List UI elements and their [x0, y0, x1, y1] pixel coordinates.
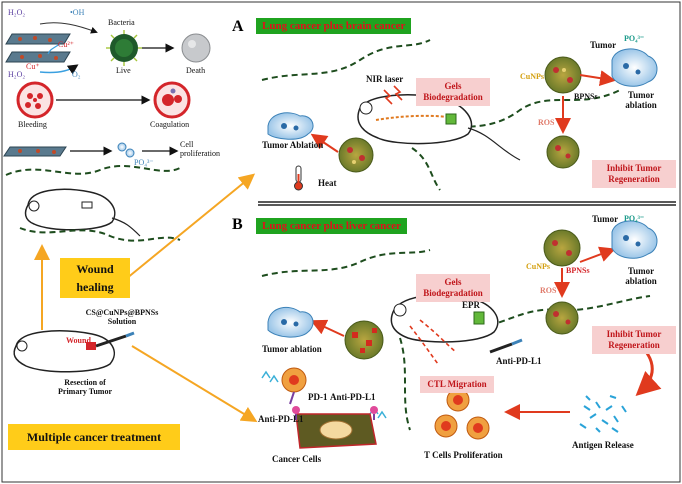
t-cell-icon-1 [446, 388, 470, 412]
tumor-ablation-left-a: Tumor Ablation [262, 140, 324, 150]
nir-label: NIR laser [366, 74, 404, 84]
po4-label-b: PO₄³⁻ [624, 214, 645, 223]
section-a-letter: A [232, 18, 244, 35]
h2o2-bottom-label: H₂O₂ [8, 70, 26, 79]
mouse-icon-wounded [13, 330, 135, 373]
t-cell-icon-3 [466, 416, 490, 440]
ctl-migration-box: CTL Migration [420, 376, 494, 393]
section-b-letter: B [232, 216, 243, 233]
cancer-cells-label: Cancer Cells [272, 454, 322, 464]
cunps-label-a: CuNPs [520, 72, 545, 81]
ablated-cell-icon-b [267, 306, 314, 338]
o2-label: O₂ [72, 70, 81, 79]
po4-label-left: PO₄³⁻ [134, 158, 154, 167]
solution-label: CS@CuNPs@BPNSs Solution [85, 308, 159, 326]
tumor-regen-icon-b [545, 301, 579, 335]
h2o2-top-label: H₂O₂ [8, 8, 26, 17]
t-cells-proliferation-label: T Cells Proliferation [424, 450, 503, 460]
gels-biodegradation-a: Gels Biodegradation [416, 78, 490, 106]
inhibit-regeneration-a: Inhibit Tumor Regeneration [592, 160, 676, 188]
heat-label: Heat [318, 178, 337, 188]
ablated-cell-icon-a [267, 112, 314, 140]
wound-label: Wound [66, 336, 91, 345]
coagulation-label: Coagulation [150, 120, 190, 129]
antibody-icon-1 [261, 370, 279, 383]
oh-label: •OH [70, 8, 85, 17]
antigen-release-label: Antigen Release [572, 440, 634, 450]
mouse-icon-healed [24, 188, 141, 237]
bp-sheet-icon-2 [5, 51, 71, 63]
tumor-drug-icon-b [344, 320, 384, 360]
tumor-label-a: Tumor [590, 40, 617, 50]
anti-pdl1-left-label: Anti-PD-L1 [258, 414, 304, 424]
gels-biodegradation-b: Gels Biodegradation [416, 274, 490, 302]
tumor-icon-a [544, 56, 582, 94]
death-label: Death [186, 66, 206, 75]
cell-proliferation-label: Cell proliferation [180, 140, 220, 158]
anti-pdl1-mid-label: Anti-PD-L1 [330, 392, 376, 402]
tumor-label-b: Tumor [592, 214, 619, 224]
wound-healing-badge: Wound healing [60, 258, 130, 298]
po4-label-a: PO₄³⁻ [624, 34, 645, 43]
cunps-label-b: CuNPs [526, 262, 551, 271]
bp-sheet-icon-1 [5, 33, 71, 45]
coagulation-icon [153, 81, 191, 119]
epr-label: EPR [462, 300, 480, 310]
live-label: Live [116, 66, 131, 75]
ablated-cell-icon-a2 [611, 48, 658, 87]
section-b-title: Lung cancer plus liver cancer [256, 218, 407, 234]
cu2plus-label: Cu²⁺ [58, 40, 74, 49]
multiple-cancer-badge: Multiple cancer treatment [8, 424, 180, 450]
tumor-ablation-left-b: Tumor ablation [262, 344, 322, 354]
tumor-heat-icon-a [338, 137, 374, 173]
cancer-cell-icon [292, 406, 378, 449]
mouse-icon-b [390, 294, 499, 365]
antigen-fragments-icon [579, 395, 627, 433]
tumor-regen-icon-a [546, 135, 580, 169]
tumor-ablation-right-a: Tumor ablation [625, 90, 657, 110]
pd1-label: PD-1 [308, 392, 328, 402]
anti-pdl1-right-label: Anti-PD-L1 [496, 356, 542, 366]
t-cell-icon-2 [434, 414, 458, 438]
tumor-icon-b [543, 229, 581, 267]
resection-label: Resection of Primary Tumor [58, 378, 112, 396]
inhibit-regeneration-b: Inhibit Tumor Regeneration [592, 326, 676, 354]
dead-bacteria-icon [181, 33, 211, 63]
bacteria-label: Bacteria [108, 18, 135, 27]
thermometer-icon [294, 165, 303, 191]
ros-label-b: ROS [540, 286, 557, 295]
ros-label-a: ROS [538, 118, 555, 127]
bleeding-label: Bleeding [18, 120, 47, 129]
bp-sheet-icon-3 [3, 146, 67, 157]
cuplus-label: Cu⁺ [26, 62, 40, 71]
ablated-cell-icon-b2 [611, 220, 658, 259]
po4-icon [117, 142, 127, 152]
live-bacteria-icon [106, 30, 142, 66]
mouse-icon-a [357, 94, 521, 161]
section-a-title: Lung cancer plus brain cancer [256, 18, 412, 34]
syringe-icon [489, 338, 523, 354]
t-cell-pd1-icon [281, 367, 307, 405]
bleeding-icon [16, 81, 54, 119]
bpnss-label-a: BPNSs [574, 92, 598, 101]
tumor-ablation-right-b: Tumor ablation [625, 266, 657, 286]
bpnss-label-b: BPNSs [566, 266, 590, 275]
